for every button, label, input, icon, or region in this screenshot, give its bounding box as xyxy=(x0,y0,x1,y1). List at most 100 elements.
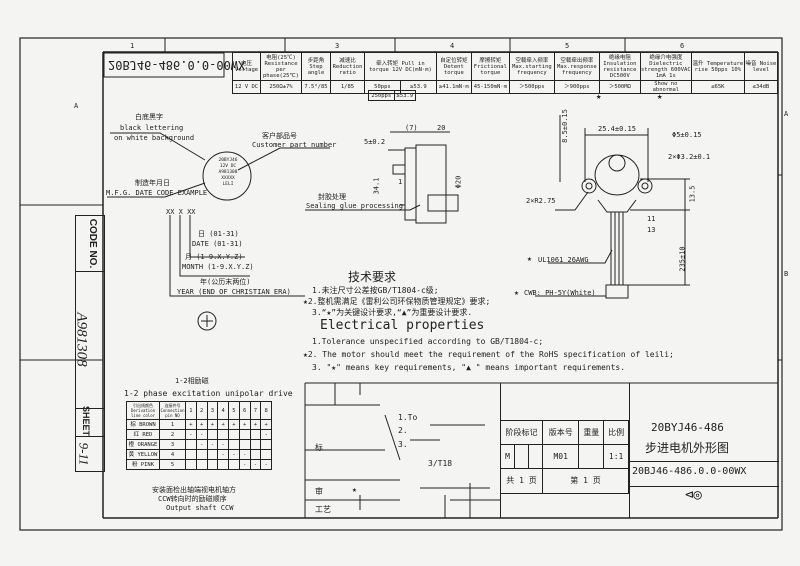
phase-cell: - xyxy=(238,459,251,470)
requirement-cn: 3.“★”为关键设计要求,“▲”为重要设计要求. xyxy=(312,308,473,317)
sheet-label: SHEET xyxy=(81,405,92,437)
phase-cell: - xyxy=(217,439,229,450)
revision-text: 3/T18 xyxy=(428,459,453,468)
white-bg-en: black lettering xyxy=(120,124,184,132)
version-value: M01 xyxy=(541,444,580,469)
spec-header: 自定位转矩 Detent torque xyxy=(435,52,472,81)
spec-value: Show no abnormal xyxy=(639,80,692,94)
scale-value: 1:1 xyxy=(603,444,629,469)
phase-note-cn: CCW转向时的励磁顺序 xyxy=(158,495,227,503)
phase-cell xyxy=(206,429,219,440)
zone-label: 1 xyxy=(130,42,135,50)
revision-text: 工艺 xyxy=(315,505,331,514)
step-header: 1 xyxy=(185,401,197,420)
phase-cell: + xyxy=(217,419,229,430)
phase-cell xyxy=(249,429,262,440)
spec-header: 电压 Voltage xyxy=(232,52,261,81)
phase-cell xyxy=(185,439,197,450)
key-star-icon: ★ xyxy=(527,254,532,263)
code-value: A981308 xyxy=(73,312,90,367)
total-pages: 共 1 页 xyxy=(500,468,543,494)
page-number: 第 1 页 xyxy=(542,468,629,494)
mfg-en: M.F.G. DATE CODE EXAMPLE xyxy=(106,189,208,197)
label-line: 20BYJ46 xyxy=(218,158,238,163)
phase-cell: + xyxy=(260,419,272,430)
label-line: A981308 xyxy=(218,170,238,175)
step-header: 8 xyxy=(260,401,272,420)
drawing-number: 20BJ46-486.0.0-00WX xyxy=(632,466,747,477)
spec-value: ≤65K xyxy=(690,80,745,94)
zone-label: 6 xyxy=(680,42,685,50)
pin-number: 1 xyxy=(159,419,186,430)
seal-cn: 封胶处理 xyxy=(318,193,346,201)
label-line: XXXXX xyxy=(221,176,235,181)
phase-cell xyxy=(195,449,208,460)
spec-header: 电阻(25℃) Resistance per phase(25℃) xyxy=(260,52,302,81)
month-cn: 月 (1-9.X.Y.Z) xyxy=(185,253,243,261)
dim: 1 xyxy=(398,178,403,186)
revision-text: 1.To xyxy=(398,413,418,422)
white-bg-cn: 白底黑字 xyxy=(135,113,163,121)
dim: 34.1 xyxy=(372,177,381,195)
revision-text: 3. xyxy=(398,440,408,449)
spec-value: ＞500MΩ xyxy=(598,80,641,94)
date-cn: 日 (01-31) xyxy=(198,230,239,238)
phase-note-cn: 安装面检出轴端视电机轴方 xyxy=(152,486,236,494)
spec-header: 摩擦转矩 Frictional torque xyxy=(470,52,510,81)
spec-value: ＞500pps xyxy=(508,80,555,94)
step-header: 2 xyxy=(195,401,208,420)
wire-spec: UL1061 26AWG xyxy=(538,256,589,264)
phase-cell xyxy=(228,459,240,470)
phase-cell: + xyxy=(195,419,208,430)
phase-cell: + xyxy=(238,419,251,430)
phase-cell: - xyxy=(217,449,229,460)
requirement-en: ★2. The motor should meet the requiremen… xyxy=(303,350,674,359)
zone-label: 3 xyxy=(335,42,340,50)
requirement-cn: 1.未注尺寸公差按GB/T1804-c级; xyxy=(312,286,439,295)
phase-table: 引出线颜色 Derivation line color 连接件号 Connect… xyxy=(126,401,272,470)
pin-number: 3 xyxy=(159,439,186,450)
phase-cell: - xyxy=(260,459,272,470)
label-line: LELI xyxy=(222,182,234,187)
spec-value: 12 V DC xyxy=(232,80,261,94)
dim: 20 xyxy=(437,124,446,132)
code-strip: CODE NO. A981308 SHEET 9-11 xyxy=(73,215,105,472)
step-header: 3 xyxy=(206,401,219,420)
date-format: XX X XX xyxy=(166,208,196,216)
phase-cell xyxy=(228,429,240,440)
phase-title-cn: 1-2相励磁 xyxy=(175,377,209,385)
phase-cell xyxy=(260,439,272,450)
requirement-en: 3. "★" means key requirements, "▲ " mean… xyxy=(312,363,626,372)
requirement-cn: ★2.整机需满足《雷利公司环保物质管理规定》要求; xyxy=(303,297,491,306)
pin-number: 2 xyxy=(159,429,186,440)
step-header: 7 xyxy=(249,401,262,420)
connector-spec: CWB: PH-5Y(White) xyxy=(524,289,596,297)
phase-cell xyxy=(195,459,208,470)
key-star-icon: ★ xyxy=(352,485,357,494)
seal-en: Sealing glue processing xyxy=(306,202,403,210)
spec-header: 温升 Temperature rise 50pps 10% xyxy=(690,52,745,81)
zone-label: 4 xyxy=(450,42,455,50)
projection-symbol-icon: ⊲◎ xyxy=(685,487,702,503)
spec-value: ≥41.1mN·m xyxy=(435,80,472,94)
spec-header: 空载牵出频率 Max.response frequency xyxy=(553,52,600,81)
customer-cn: 客户部品号 xyxy=(262,132,297,140)
dim: Φ5±0.15 xyxy=(672,131,702,139)
wire-color: 棕 BROWN xyxy=(126,419,160,430)
zone-label: 5 xyxy=(565,42,570,50)
phase-cell xyxy=(228,439,240,450)
spec-value: ≤34dB xyxy=(743,80,779,94)
zone-label: A xyxy=(74,102,79,110)
spec-header: 绝缘介电强度 Dielectric strength 600VAC 1mA 1s xyxy=(639,52,692,81)
month-en: MONTH (1-9.X.Y.Z) xyxy=(182,263,254,271)
dim: 8.5±0.15 xyxy=(560,109,569,143)
dim: 13 xyxy=(647,226,656,234)
dim: 2×R2.75 xyxy=(526,197,556,205)
spec-value: ＞900pps xyxy=(553,80,600,94)
date-en: DATE (01-31) xyxy=(192,240,243,248)
weight-value xyxy=(578,444,605,469)
label-line: 12V DC xyxy=(219,164,237,169)
phase-cell xyxy=(217,429,229,440)
spec-value: ≥53.9 xyxy=(393,90,417,101)
year-cn: 年(公历末两位) xyxy=(200,278,251,286)
